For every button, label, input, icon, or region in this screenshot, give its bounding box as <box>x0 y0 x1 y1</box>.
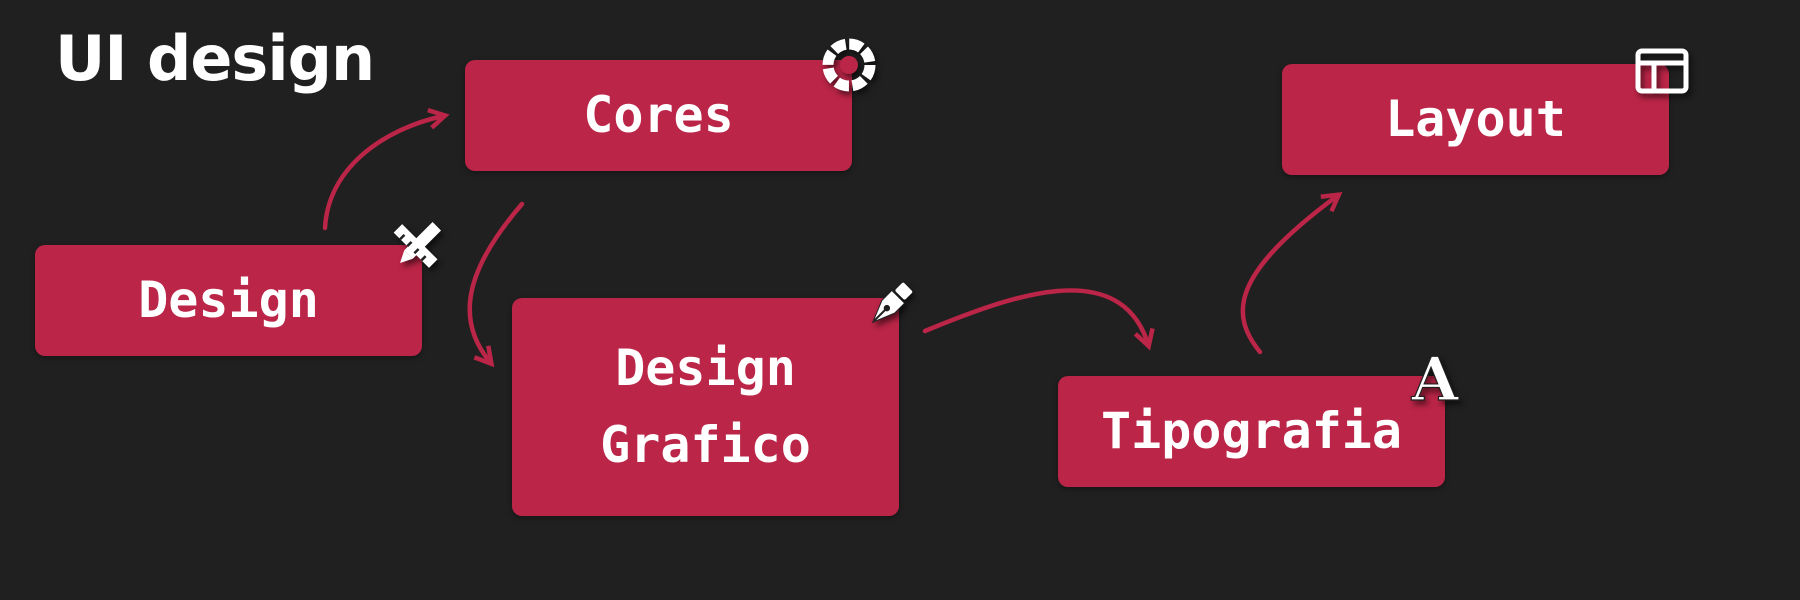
node-design-label: Design <box>138 271 319 330</box>
node-layout-label: Layout <box>1385 90 1566 149</box>
node-design-grafico-label: Design Grafico <box>600 338 811 475</box>
edge-tipografia-to-layout <box>1240 191 1343 355</box>
node-tipografia[interactable]: Tipografia <box>1058 376 1445 487</box>
svg-text:A: A <box>1411 348 1460 406</box>
edge-design-grafico-to-tipografia <box>922 288 1155 351</box>
layout-grid-icon <box>1635 48 1689 98</box>
ruler-pencil-icon <box>388 218 446 278</box>
color-wheel-icon <box>822 38 876 96</box>
pen-nib-icon <box>860 277 918 339</box>
node-design-grafico[interactable]: Design Grafico <box>512 298 899 516</box>
node-design[interactable]: Design <box>35 245 422 356</box>
page-title: UI design <box>55 22 375 95</box>
node-layout[interactable]: Layout <box>1282 64 1669 175</box>
edge-design-to-cores <box>322 107 450 231</box>
node-cores[interactable]: Cores <box>465 60 852 171</box>
letter-a-icon: A <box>1406 344 1464 415</box>
node-tipografia-label: Tipografia <box>1100 402 1403 461</box>
node-cores-label: Cores <box>583 86 734 145</box>
edge-cores-to-design-grafico <box>467 201 525 368</box>
